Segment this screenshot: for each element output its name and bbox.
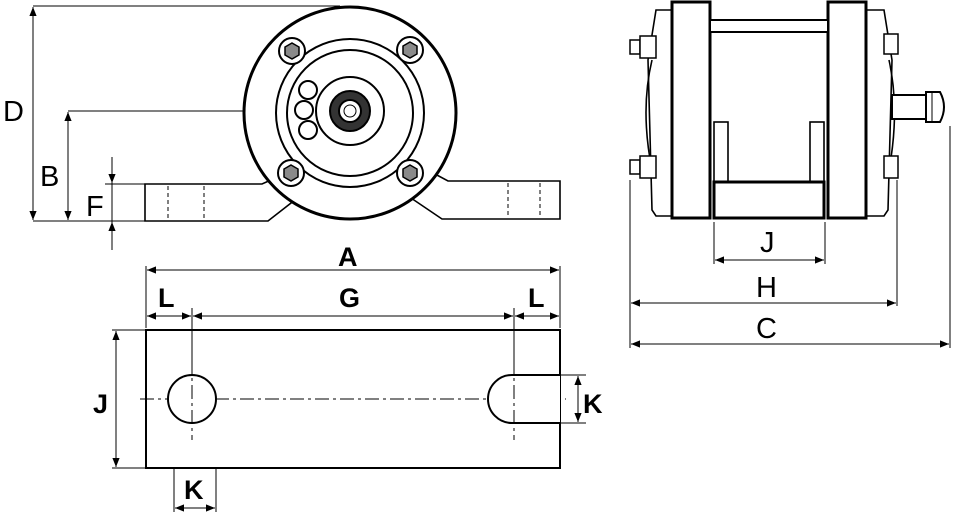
- bolt-icon: [277, 159, 305, 187]
- dimension-label-g: G: [339, 283, 360, 313]
- dimension-label-l-right: L: [528, 283, 545, 313]
- port-circle: [294, 100, 314, 120]
- slot: [487, 374, 560, 424]
- bolt-icon: [883, 155, 899, 179]
- inner-ring: [286, 49, 414, 177]
- bolt-icon: [396, 159, 424, 187]
- dimension-label-b: B: [40, 161, 59, 193]
- dimension-label-c: C: [756, 313, 777, 345]
- bolt-icon: [883, 33, 899, 55]
- dimension-label-j-side: J: [760, 227, 775, 259]
- dimension-label-h: H: [756, 272, 777, 304]
- bolt-icon: [278, 37, 306, 65]
- bottom-view: A L G L J K K: [93, 242, 603, 512]
- dimension-label-l-left: L: [158, 283, 175, 313]
- port-circle: [298, 120, 318, 140]
- left-plate: [670, 0, 712, 220]
- dimension-label-k-right: K: [583, 389, 603, 419]
- side-view: J H C: [629, 0, 951, 348]
- port-circle: [298, 80, 318, 100]
- bolt-icon: [629, 35, 657, 59]
- dimension-label-d: D: [3, 96, 24, 128]
- dimension-label-f: F: [86, 191, 104, 223]
- bolt-icon: [629, 155, 657, 179]
- dimension-label-j-bottom: J: [93, 389, 108, 419]
- dimension-label-k-bottom: K: [184, 475, 204, 505]
- hose-nipple-icon: [891, 91, 945, 123]
- top-bar: [709, 19, 829, 33]
- front-view: D B F: [3, 5, 561, 250]
- shaft-bore: [343, 104, 357, 118]
- base-block: [712, 180, 826, 220]
- dimension-label-a: A: [338, 242, 358, 272]
- right-plate: [826, 0, 868, 220]
- bolt-icon: [396, 36, 424, 64]
